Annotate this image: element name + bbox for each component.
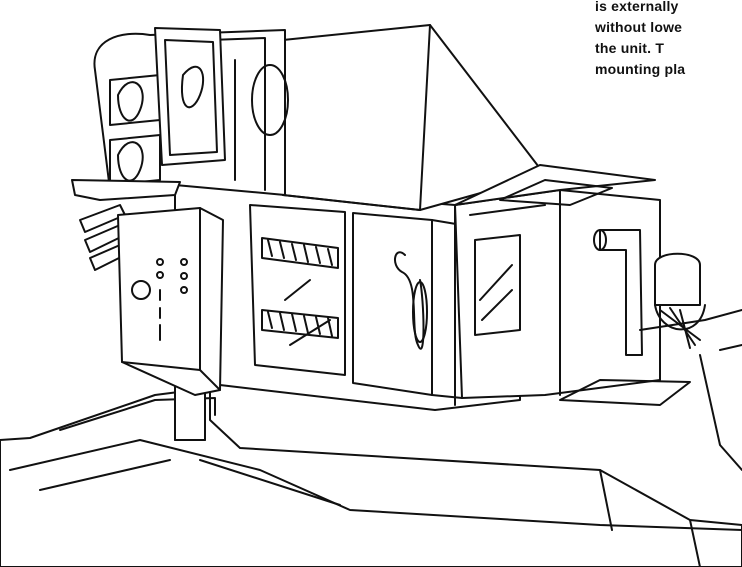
- conveyor-screws: [262, 238, 338, 345]
- hose-coil: [395, 252, 427, 349]
- caption-line-3: the unit. T: [595, 40, 665, 56]
- caption-line-2: without lowe: [595, 19, 683, 35]
- side-chute: [72, 180, 180, 270]
- pipe-and-pump: [560, 230, 742, 405]
- inspection-door-left: [155, 28, 225, 165]
- caption-line-4: mounting pla: [595, 61, 686, 77]
- caption-line-1: is externally: [595, 0, 679, 14]
- caption-text: is externally without lowe the unit. T m…: [595, 0, 742, 80]
- top-opening-frame: [455, 165, 655, 205]
- control-box: [118, 208, 223, 395]
